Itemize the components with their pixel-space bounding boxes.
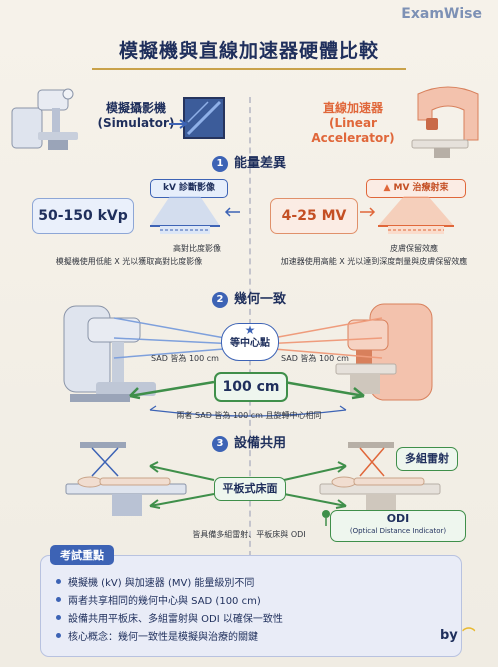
summary-item-text: 兩者共享相同的幾何中心與 SAD (100 cm) [68, 596, 261, 607]
section2-caption: 兩者 SAD 皆為 100 cm 且旋轉中心相同 [176, 411, 322, 420]
linac-machine-icon [411, 86, 479, 158]
section2-title: 幾何一致 [233, 292, 286, 307]
section2-heading: 2 幾何一致 [0, 288, 498, 308]
linac-caption: 皮膚保留效應 [390, 244, 438, 253]
sad-right-label: SAD 皆為 100 cm [281, 354, 349, 363]
isocenter-badge: ★ 等中心點 [221, 323, 279, 361]
mv-beam-icon [360, 196, 454, 234]
simulator-label: 模擬攝影機 (Simulator) [86, 101, 186, 131]
odi-full-label: (Optical Distance Indicator) [349, 527, 447, 535]
title-underline [92, 68, 406, 70]
sim-energy-box: 50-150 kVp [32, 198, 134, 234]
section3-title: 設備共用 [233, 436, 286, 451]
signature-text: by [440, 628, 458, 643]
summary-item: 模擬機 (kV) 與加速器 (MV) 能量級別不同 [56, 574, 254, 589]
linac-couch-icon [319, 442, 441, 526]
page-title: 模擬機與直線加速器硬體比較 [118, 40, 379, 62]
lasers-box: 多組雷射 [396, 447, 458, 471]
simulator-name-zh: 模擬攝影機 [105, 101, 166, 115]
star-icon: ★ [244, 323, 256, 337]
bullet-icon [56, 633, 61, 638]
section3-heading: 3 設備共用 [0, 432, 498, 452]
geometry-diagram [63, 303, 433, 417]
distance-box: 100 cm [214, 372, 288, 402]
section3-caption: 皆具備多組雷射、平板床與 ODI [192, 530, 306, 539]
summary-item: 兩者共享相同的幾何中心與 SAD (100 cm) [56, 592, 261, 607]
simulator-gantry-icon [63, 305, 156, 402]
section3-number: 3 [211, 436, 228, 452]
banana-icon: ⌒ [457, 628, 476, 643]
simulator-couch-icon [65, 442, 187, 516]
flat-couch-box: 平板式床面 [214, 477, 286, 501]
bullet-icon [56, 597, 61, 602]
bullet-icon [56, 615, 61, 620]
section2-number: 2 [211, 292, 228, 308]
summary-item: 核心概念：幾何一致性是模擬與治療的關鍵 [56, 628, 258, 643]
isocenter-label: 等中心點 [230, 338, 270, 349]
linac-label: 直線加速器 (Linear Accelerator) [290, 101, 416, 146]
simulator-machine-icon [11, 88, 78, 150]
linac-name-zh: 直線加速器 [322, 101, 383, 115]
summary-title: 考試重點 [50, 545, 114, 565]
section1-heading: 1 能量差異 [0, 152, 498, 172]
summary-item-text: 核心概念：幾何一致性是模擬與治療的關鍵 [68, 632, 258, 643]
section1-number: 1 [211, 156, 228, 172]
kv-beam-icon [150, 196, 240, 234]
warning-icon: ▲ [383, 183, 394, 193]
summary-item-text: 模擬機 (kV) 與加速器 (MV) 能量級別不同 [68, 578, 255, 589]
linac-name-en: (Linear Accelerator) [311, 116, 395, 145]
summary-panel [40, 555, 462, 657]
odi-label: ODI [386, 512, 410, 525]
sad-left-label: SAD 皆為 100 cm [151, 354, 219, 363]
sim-desc: 模擬機使用低能 X 光以獲取高對比度影像 [55, 257, 203, 266]
equipment-diagram [65, 442, 441, 526]
odi-box: ODI (Optical Distance Indicator) [330, 510, 466, 542]
simulator-name-en: (Simulator) [97, 116, 175, 130]
brand-logo: ExamWise [401, 6, 482, 22]
linac-gantry-icon [335, 303, 433, 401]
linac-desc: 加速器使用高能 X 光以達到深度劑量與皮膚保留效應 [280, 257, 468, 266]
sim-caption: 高對比度影像 [173, 244, 221, 253]
summary-item-text: 設備共用平板床、多組雷射與 ODI 以確保一致性 [68, 614, 283, 625]
arrow-right-icon [169, 119, 188, 129]
summary-item: 設備共用平板床、多組雷射與 ODI 以確保一致性 [56, 610, 283, 625]
section1-title: 能量差異 [233, 156, 286, 171]
linac-mv-tag-label: MV 治療射束 [393, 183, 449, 193]
bullet-icon [56, 579, 61, 584]
imaging-panel-icon [183, 97, 225, 139]
linac-energy-box: 4-25 MV [270, 198, 358, 234]
signature: by ⌒ [440, 624, 475, 643]
